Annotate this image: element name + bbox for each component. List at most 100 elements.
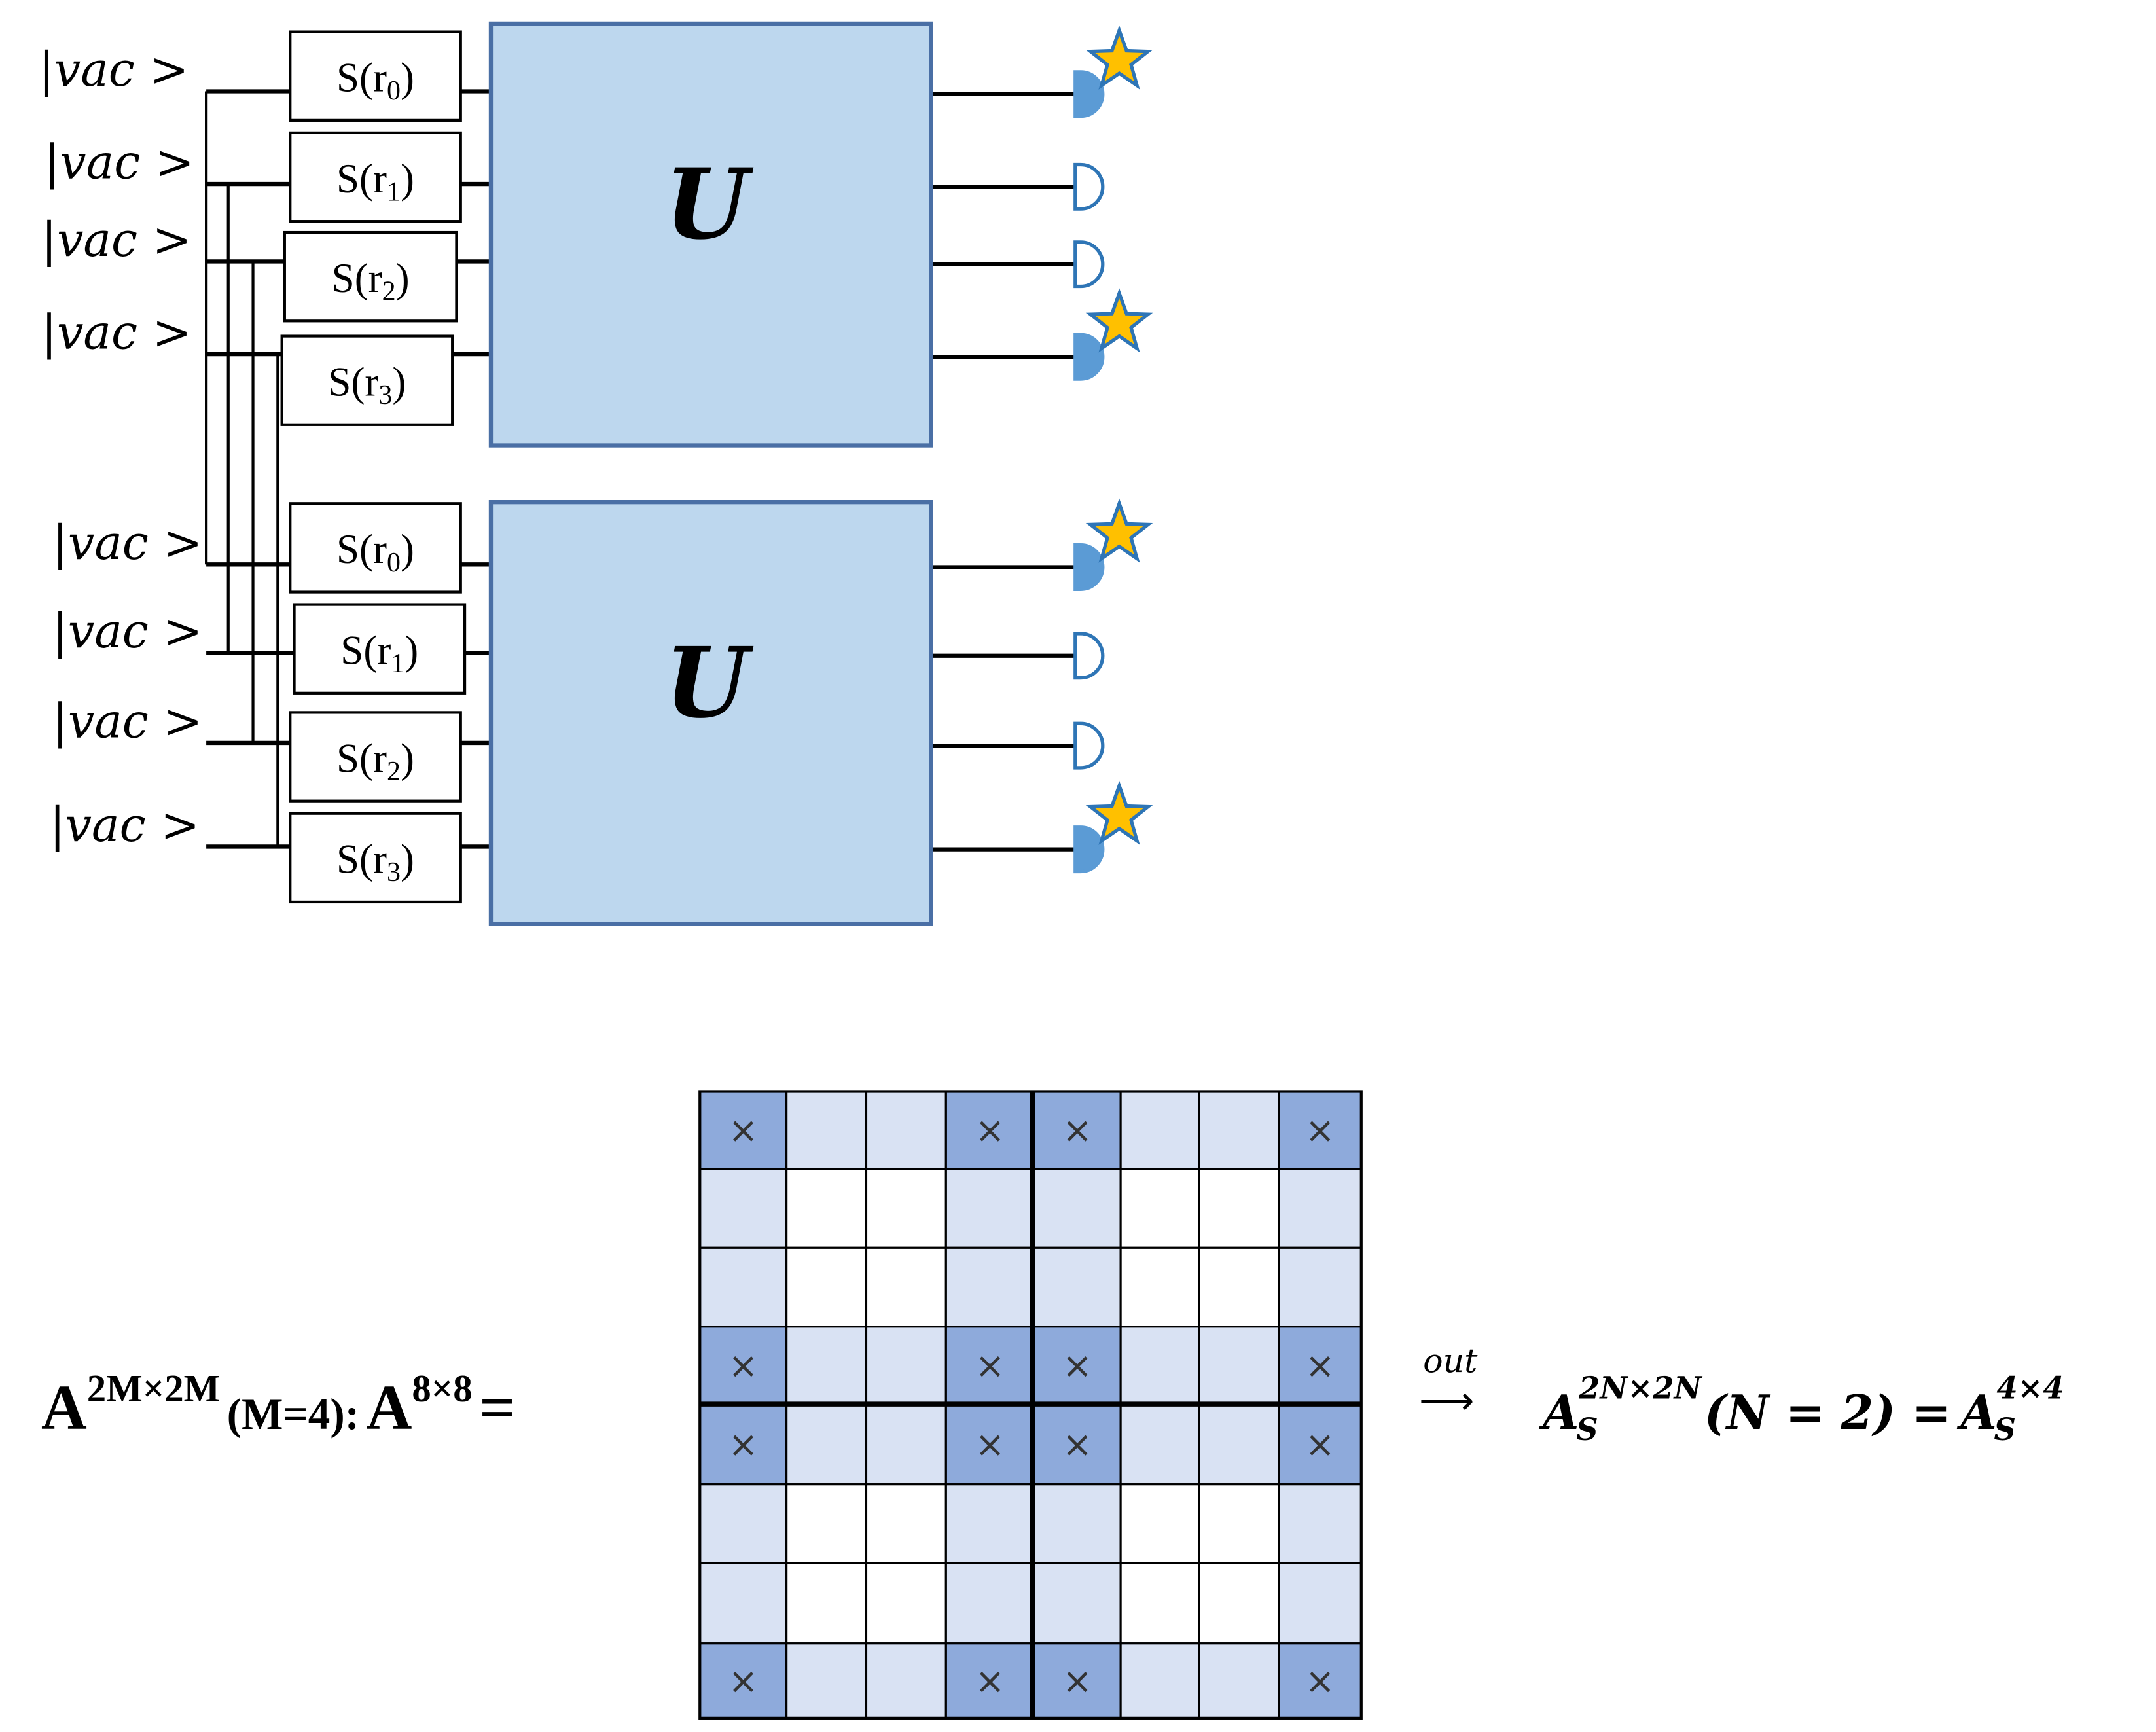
- matrix-cell: [1278, 1168, 1363, 1249]
- matrix-cell: [865, 1642, 947, 1720]
- matrix-cell: [1278, 1483, 1363, 1564]
- matrix-cell: [865, 1168, 947, 1249]
- selected-entry-mark: ×: [1062, 1110, 1092, 1151]
- map-arrow: ⟶: [1419, 1378, 1474, 1423]
- matrix-cell: [865, 1403, 947, 1486]
- matrix-cell: [785, 1642, 868, 1720]
- vacuum-input-label: |vac >: [39, 43, 189, 97]
- matrix-cell: [1119, 1562, 1200, 1645]
- selected-entry-mark: ×: [1305, 1344, 1335, 1386]
- star-icon: [1085, 780, 1153, 845]
- squeezer-label: S(r2): [332, 255, 410, 307]
- squeezer-label: S(r3): [336, 836, 414, 888]
- matrix-cell: [785, 1562, 868, 1645]
- matrix-cell: [1033, 1562, 1122, 1645]
- squeezer-box: [289, 812, 462, 904]
- matrix-cell: [1033, 1483, 1122, 1564]
- unitary-box: [488, 21, 933, 448]
- matrix-cell: [1198, 1090, 1280, 1170]
- matrix-cell: [1119, 1483, 1200, 1564]
- squeezer-box: [289, 30, 462, 122]
- matrix-cell: [1198, 1642, 1280, 1720]
- matrix-cell: [1198, 1326, 1280, 1405]
- detector-click-icon: [1073, 543, 1105, 591]
- unitary-label: U: [665, 147, 755, 261]
- matrix-cell: [785, 1403, 868, 1486]
- matrix-cell: [1278, 1326, 1363, 1405]
- matrix-cell: [1278, 1642, 1363, 1720]
- selected-entry-mark: ×: [1305, 1423, 1335, 1465]
- matrix-cell: [1119, 1326, 1200, 1405]
- star-icon: [1085, 498, 1153, 563]
- selected-entry-mark: ×: [1305, 1110, 1335, 1151]
- squeezer-label: S(r0): [336, 526, 414, 578]
- adjacency-matrix: ××××××××××××××××: [698, 1090, 1363, 1720]
- matrix-cell: [1119, 1642, 1200, 1720]
- matrix-cell: [785, 1483, 868, 1564]
- matrix-cell: [785, 1246, 868, 1328]
- equation-lhs: A2M×2M (M=4): A8×8 =: [41, 1367, 515, 1443]
- selected-entry-mark: ×: [1062, 1344, 1092, 1386]
- matrix-cell: [1119, 1090, 1200, 1170]
- matrix-cell: [865, 1483, 947, 1564]
- selected-entry-mark: ×: [728, 1660, 759, 1702]
- detector-icon: [1073, 721, 1105, 770]
- selected-entry-mark: ×: [975, 1344, 1005, 1386]
- selected-entry-mark: ×: [975, 1110, 1005, 1151]
- matrix-cell: [785, 1090, 868, 1170]
- matrix-cell: [1033, 1168, 1122, 1249]
- vacuum-input-label: |vac >: [41, 213, 192, 267]
- matrix-cell: [1033, 1246, 1122, 1328]
- matrix-cell: [1198, 1168, 1280, 1249]
- vacuum-input-label: |vac >: [52, 604, 203, 659]
- matrix-cell: [1198, 1246, 1280, 1328]
- selected-entry-mark: ×: [1062, 1660, 1092, 1702]
- matrix-cell: [865, 1090, 947, 1170]
- squeezer-box: [283, 230, 458, 323]
- matrix-cell: [1278, 1246, 1363, 1328]
- selected-entry-mark: ×: [728, 1344, 759, 1386]
- detector-icon: [1073, 240, 1105, 289]
- detector-icon: [1073, 632, 1105, 680]
- matrix-cell: [944, 1090, 1035, 1170]
- matrix-cell: [1119, 1246, 1200, 1328]
- matrix-cell: [865, 1246, 947, 1328]
- equation-rhs: AS2N×2N(N = 2) = AS4×4: [1539, 1370, 2064, 1448]
- matrix-cell: [1278, 1562, 1363, 1645]
- selected-entry-mark: ×: [975, 1423, 1005, 1465]
- matrix-cell: [698, 1483, 788, 1564]
- matrix-cell: [1198, 1562, 1280, 1645]
- selected-entry-mark: ×: [975, 1660, 1005, 1702]
- detector-click-icon: [1073, 333, 1105, 381]
- matrix-cell: [865, 1562, 947, 1645]
- squeezer-label: S(r1): [340, 627, 418, 679]
- matrix-cell: [785, 1326, 868, 1405]
- unitary-box: [488, 500, 933, 926]
- vacuum-input-label: |vac >: [52, 516, 203, 570]
- arrow-label: out: [1423, 1341, 1478, 1380]
- squeezer-label: S(r3): [328, 359, 406, 410]
- vacuum-input-label: |vac >: [50, 798, 200, 852]
- matrix-cell: [865, 1326, 947, 1405]
- matrix-cell: [698, 1168, 788, 1249]
- circuit-block: |vac >S(r0)|vac >S(r1)|vac >S(r2)|vac >S…: [50, 498, 1153, 926]
- unitary-label: U: [665, 626, 755, 740]
- squeezer-box: [293, 603, 467, 695]
- vacuum-input-label: |vac >: [44, 135, 194, 189]
- squeezer-label: S(r2): [336, 735, 414, 787]
- star-icon: [1085, 25, 1153, 90]
- selected-entry-mark: ×: [728, 1423, 759, 1465]
- equation: A2M×2M (M=4): A8×8 = out⟶ AS2N×2N(N = 2) =…: [41, 1341, 2064, 1447]
- squeezer-box: [289, 711, 462, 803]
- matrix-cell: [1119, 1403, 1200, 1486]
- detector-click-icon: [1073, 825, 1105, 874]
- matrix-cell: [1198, 1403, 1280, 1486]
- detector-click-icon: [1073, 70, 1105, 118]
- matrix-cell: [944, 1168, 1035, 1249]
- matrix-cell: [698, 1246, 788, 1328]
- squeezer-label: S(r1): [336, 156, 414, 207]
- matrix-border: [698, 1090, 1363, 1720]
- squeezer-box: [289, 131, 462, 223]
